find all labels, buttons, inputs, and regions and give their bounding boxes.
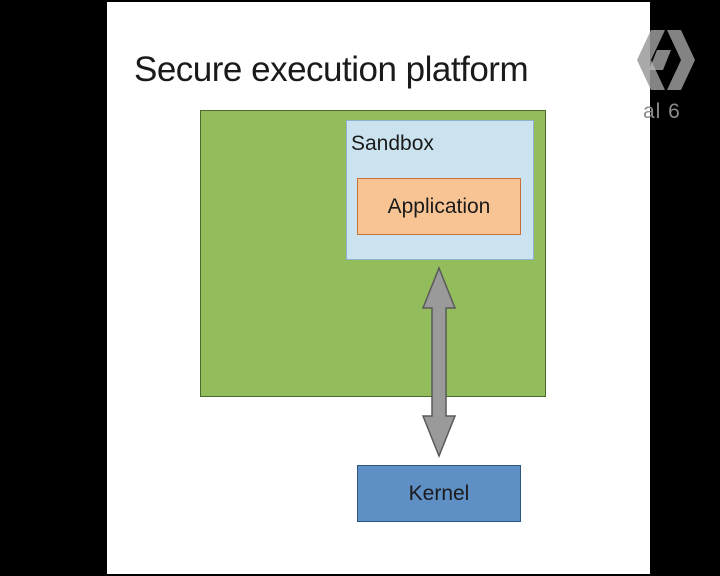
kernel-label: Kernel: [408, 481, 470, 505]
presentation-slide: Secure execution platform Sandbox Applic…: [107, 2, 650, 574]
channel-logo-icon: [637, 30, 695, 90]
kernel-box: Kernel: [357, 465, 521, 522]
application-label: Application: [387, 194, 491, 218]
sandbox-label: Sandbox: [351, 132, 434, 155]
channel-watermark-text: al 6: [643, 100, 681, 123]
sandbox-box: Sandbox Application: [346, 120, 534, 260]
slide-title: Secure execution platform: [134, 50, 529, 89]
application-box: Application: [357, 178, 521, 235]
double-arrow-icon: [421, 266, 457, 458]
